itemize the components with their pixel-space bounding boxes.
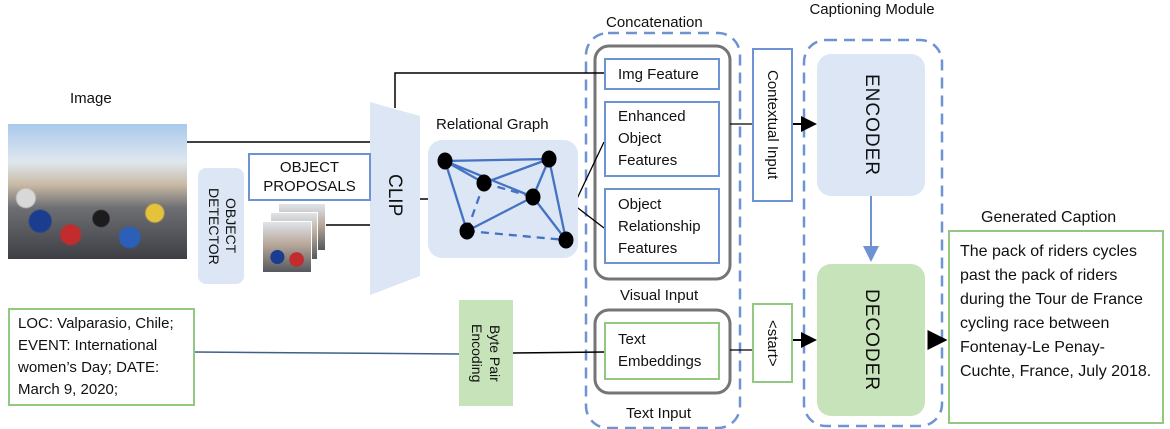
enhanced-object-features-box: Enhanced Object Features	[604, 101, 720, 177]
object-detector-label: OBJECT DETECTOR	[206, 187, 239, 265]
relational-graph-title: Relational Graph	[436, 116, 549, 133]
object-detector-block: OBJECT DETECTOR	[198, 168, 244, 284]
byte-pair-encoding-block: Byte Pair Encoding	[459, 300, 513, 406]
proposal-thumbnail	[262, 221, 312, 273]
encoder-label: ENCODER	[861, 73, 882, 176]
byte-pair-encoding-label: Byte Pair Encoding	[469, 323, 503, 383]
text-input-label: Text Input	[626, 405, 692, 422]
clip-block	[370, 102, 420, 295]
contextual-input-box: Contextual Input	[752, 48, 793, 202]
object-proposals-box: OBJECT PROPOSALS	[248, 153, 371, 201]
decoder-label: DECODER	[861, 288, 882, 391]
object-relationship-features-box: Object Relationship Features	[604, 188, 720, 264]
input-image	[8, 124, 187, 259]
captioning-module-title: Captioning Module	[809, 1, 935, 18]
start-token-box: <start>	[752, 303, 793, 383]
graph-nodes	[437, 150, 574, 249]
start-token-label: <start>	[764, 319, 781, 367]
encoder-block: ENCODER	[817, 54, 925, 196]
contextual-input-label: Contextual Input	[764, 70, 781, 180]
concatenation-title: Concatenation	[606, 14, 703, 31]
image-label: Image	[70, 90, 112, 107]
generated-caption-box: The pack of riders cycles past the pack …	[948, 230, 1164, 424]
captioning-module-group	[802, 38, 944, 428]
text-embeddings-box: Text Embeddings	[604, 322, 720, 380]
visual-input-group	[593, 44, 732, 281]
generated-caption-title: Generated Caption	[981, 209, 1117, 226]
metadata-box: LOC: Valparasio, Chile; EVENT: Internati…	[8, 308, 195, 406]
visual-input-label: Visual Input	[620, 287, 699, 304]
img-feature-box: Img Feature	[604, 58, 720, 90]
decoder-block: DECODER	[817, 264, 925, 416]
clip-label: CLIP	[384, 173, 405, 217]
clip-label-wrap: CLIP	[372, 150, 416, 240]
concatenation-group	[584, 31, 742, 429]
